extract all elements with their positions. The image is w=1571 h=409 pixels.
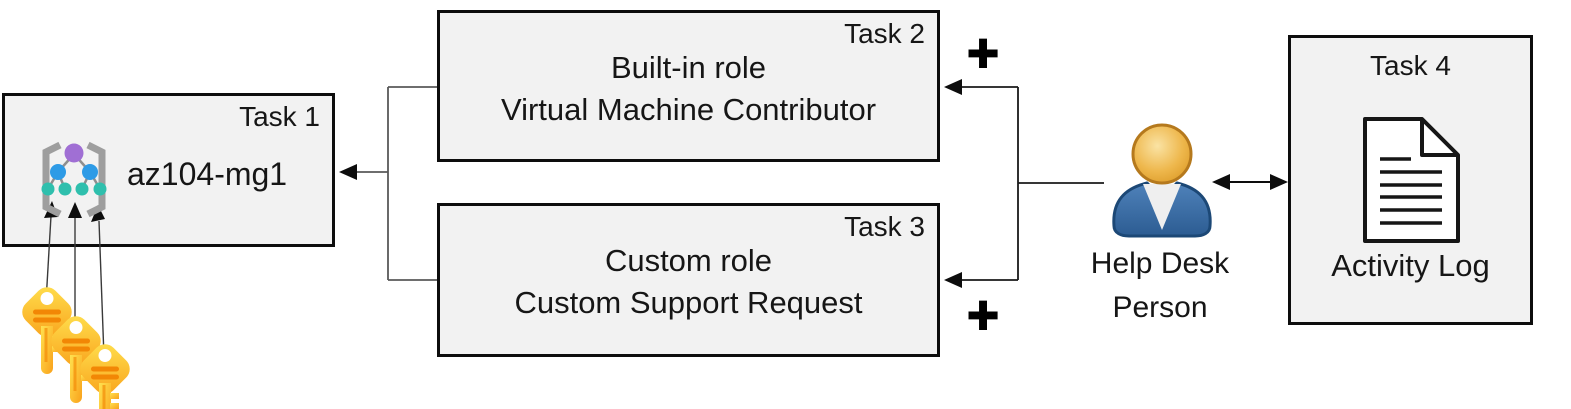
person-icon: [1112, 123, 1212, 238]
task2-title: Task 2: [844, 18, 925, 49]
task3-arrowhead: [944, 272, 962, 288]
plus-sign-top: +: [966, 22, 1000, 84]
task1-title: Task 1: [239, 101, 320, 132]
task3-role-type: Custom role: [604, 243, 773, 278]
left-connector-arrowhead: [339, 164, 357, 180]
task4-title: Task 4: [1370, 50, 1451, 81]
task2-role-name: Virtual Machine Contributor: [500, 92, 877, 127]
task3-box: Task 3 Custom role Custom Support Reques…: [437, 203, 940, 357]
person-label: Help Desk Person: [1072, 242, 1248, 330]
person-activitylog-arrow: [1212, 174, 1288, 190]
management-group-name: az104-mg1: [127, 156, 288, 192]
plus-sign-bottom: +: [966, 284, 1000, 346]
left-connector: [356, 86, 437, 281]
activity-log-caption: Activity Log: [1331, 248, 1490, 283]
task2-arrowhead: [944, 79, 962, 95]
task3-text: Custom role Custom Support Request: [440, 240, 937, 324]
task2-role-type: Built-in role: [610, 50, 767, 85]
person-label-line1: Help Desk: [1090, 247, 1230, 280]
task2-text: Built-in role Virtual Machine Contributo…: [440, 47, 937, 131]
task4-box: Task 4 Activity Log: [1288, 35, 1533, 325]
task3-title: Task 3: [844, 211, 925, 242]
keys-icon: [17, 282, 135, 409]
task2-box: Task 2 Built-in role Virtual Machine Con…: [437, 10, 940, 162]
task1-box: Task 1 az104-mg1: [2, 93, 335, 247]
person-label-line2: Person: [1112, 291, 1208, 324]
task3-role-name: Custom Support Request: [514, 285, 863, 320]
